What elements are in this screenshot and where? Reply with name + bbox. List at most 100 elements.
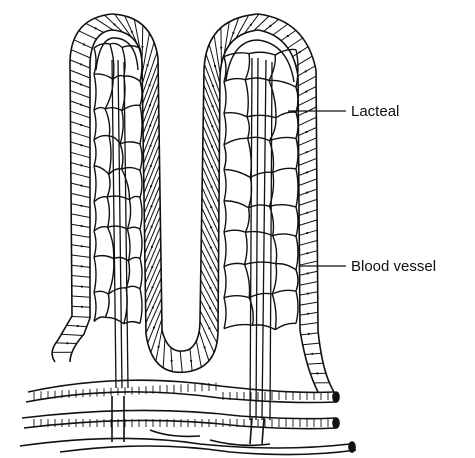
epithelial-cell-wall (143, 62, 159, 104)
epithelial-cell-wall (196, 341, 201, 367)
cell-nucleus (305, 70, 307, 72)
epithelial-cell-wall (143, 73, 158, 114)
cell-nucleus (212, 85, 214, 87)
capillary-segment (224, 170, 226, 201)
cell-nucleus (81, 245, 83, 247)
epithelial-cell-wall (199, 331, 209, 361)
epithelial-cell-wall (71, 152, 90, 157)
cell-nucleus (220, 47, 222, 49)
cell-nucleus (232, 32, 234, 34)
epithelial-cell-wall (70, 91, 90, 98)
capillary-segment (124, 76, 140, 81)
cell-nucleus (307, 313, 309, 315)
capillary-segment (120, 142, 140, 144)
lacteal-label: Lacteal (351, 104, 399, 119)
cell-nucleus (150, 205, 152, 207)
cell-nucleus (190, 360, 192, 362)
cell-nucleus (77, 325, 79, 327)
capillary-segment (245, 54, 249, 80)
cell-nucleus (299, 51, 301, 53)
cell-nucleus (80, 144, 82, 146)
cell-nucleus (311, 353, 313, 355)
cell-nucleus (287, 35, 289, 37)
epithelial-cell-wall (273, 24, 288, 35)
epithelial-cell-wall (300, 261, 318, 265)
capillary-segment (224, 79, 245, 82)
cell-nucleus (147, 64, 149, 66)
epithelial-cell-wall (204, 74, 220, 113)
villus-basement-line (70, 30, 318, 392)
capillary-segment (224, 138, 248, 145)
epithelial-cell-wall (70, 70, 90, 78)
capillary-segment (94, 227, 108, 231)
capillary-segment (140, 289, 142, 324)
capillary-segment (224, 82, 226, 114)
epithelial-cell-wall (71, 132, 90, 138)
epithelial-cell-wall (300, 302, 318, 305)
capillary-segment (127, 200, 130, 230)
feeding-vessel (262, 418, 264, 444)
epithelial-cell-wall (299, 220, 317, 226)
epithelial-cell-wall (72, 276, 90, 278)
capillary-segment (272, 290, 296, 294)
capillary-segment (140, 170, 142, 197)
epithelial-cell-wall (146, 288, 162, 323)
epithelial-cell-wall (144, 155, 160, 194)
epithelial-cell-wall (203, 105, 219, 143)
epithelial-cell-wall (145, 206, 161, 243)
cell-nucleus (210, 226, 212, 228)
epithelial-cell-wall (300, 282, 318, 286)
lacteal-vessel (262, 60, 266, 420)
capillary-segment (296, 112, 298, 138)
cell-nucleus (208, 327, 210, 329)
capillary-segment (224, 201, 249, 208)
capillary-segment (94, 166, 109, 174)
epithelial-cell-wall (72, 296, 90, 297)
capillary-segment (105, 108, 122, 111)
capillary-segment (140, 81, 142, 105)
epithelial-cell-wall (145, 247, 161, 283)
cell-nucleus (80, 104, 82, 106)
cell-nucleus (149, 104, 151, 106)
capillary-segment (122, 168, 140, 171)
capillary-segment (105, 294, 109, 317)
cell-nucleus (149, 145, 151, 147)
cell-nucleus (151, 266, 153, 268)
capillary-segment (140, 198, 142, 230)
epithelial-cell-wall (299, 158, 317, 165)
epithelial-cell-wall (204, 95, 220, 134)
capillary-segment (94, 231, 96, 257)
cell-nucleus (149, 84, 151, 86)
epithelial-cell-wall (299, 179, 317, 186)
capillary-segment (249, 52, 275, 55)
cell-nucleus (80, 185, 82, 187)
cell-nucleus (150, 185, 152, 187)
capillary-segment (269, 137, 296, 140)
capillary-segment (120, 144, 123, 169)
cell-nucleus (211, 166, 213, 168)
capillary-segment (296, 270, 298, 291)
cell-nucleus (307, 272, 309, 274)
capillary-segment (130, 196, 140, 199)
cell-nucleus (211, 125, 213, 127)
epithelial-cell-wall (203, 126, 219, 164)
cell-nucleus (81, 225, 83, 227)
submucosa-vessel (22, 410, 336, 418)
epithelial-cell-wall (146, 268, 162, 304)
capillary-segment (126, 286, 140, 288)
capillary-segment (224, 53, 249, 57)
capillary-segment (108, 227, 114, 258)
vessel-end (349, 442, 355, 452)
cell-nucleus (158, 346, 160, 348)
epithelial-cell-wall (299, 199, 317, 205)
capillary-segment (247, 117, 249, 138)
capillary-segment (127, 229, 130, 261)
epithelial-cell-wall (72, 255, 91, 257)
capillary-segment (275, 323, 296, 329)
capillary-segment (273, 168, 296, 172)
epithelial-cell-wall (144, 124, 160, 164)
capillary-segment (272, 264, 276, 294)
capillary-segment (94, 166, 96, 202)
epithelial-cell-wall (71, 50, 90, 58)
